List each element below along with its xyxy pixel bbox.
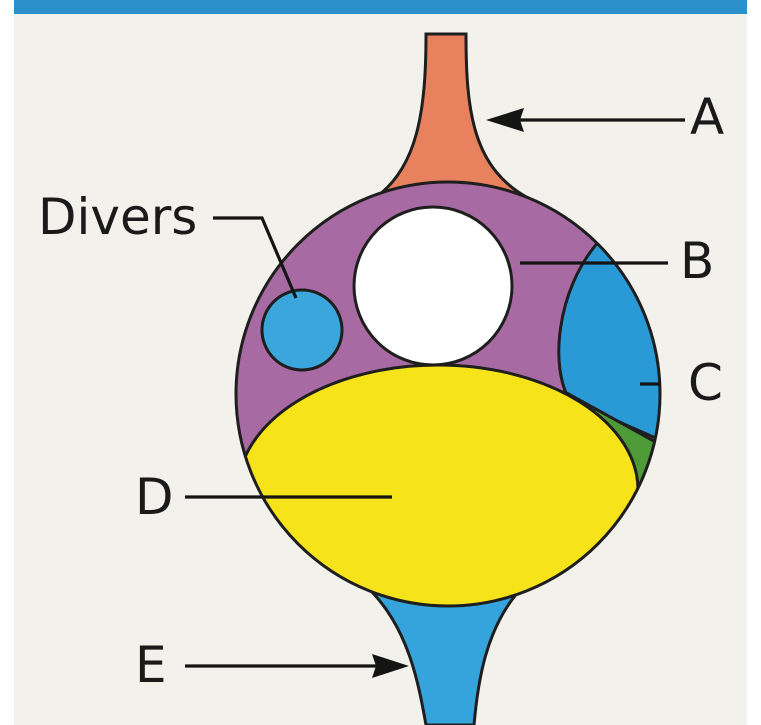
label-d: D (135, 468, 174, 526)
frame-left-edge (0, 0, 14, 725)
frame-top-line (0, 0, 761, 14)
label-a: A (690, 88, 724, 146)
label-e: E (135, 636, 167, 694)
frame-right-edge (747, 0, 761, 725)
label-divers: Divers (38, 188, 197, 246)
label-c: C (688, 354, 723, 412)
white-circle-b (354, 207, 512, 365)
label-b: B (680, 232, 714, 290)
divers-circle (262, 290, 342, 370)
